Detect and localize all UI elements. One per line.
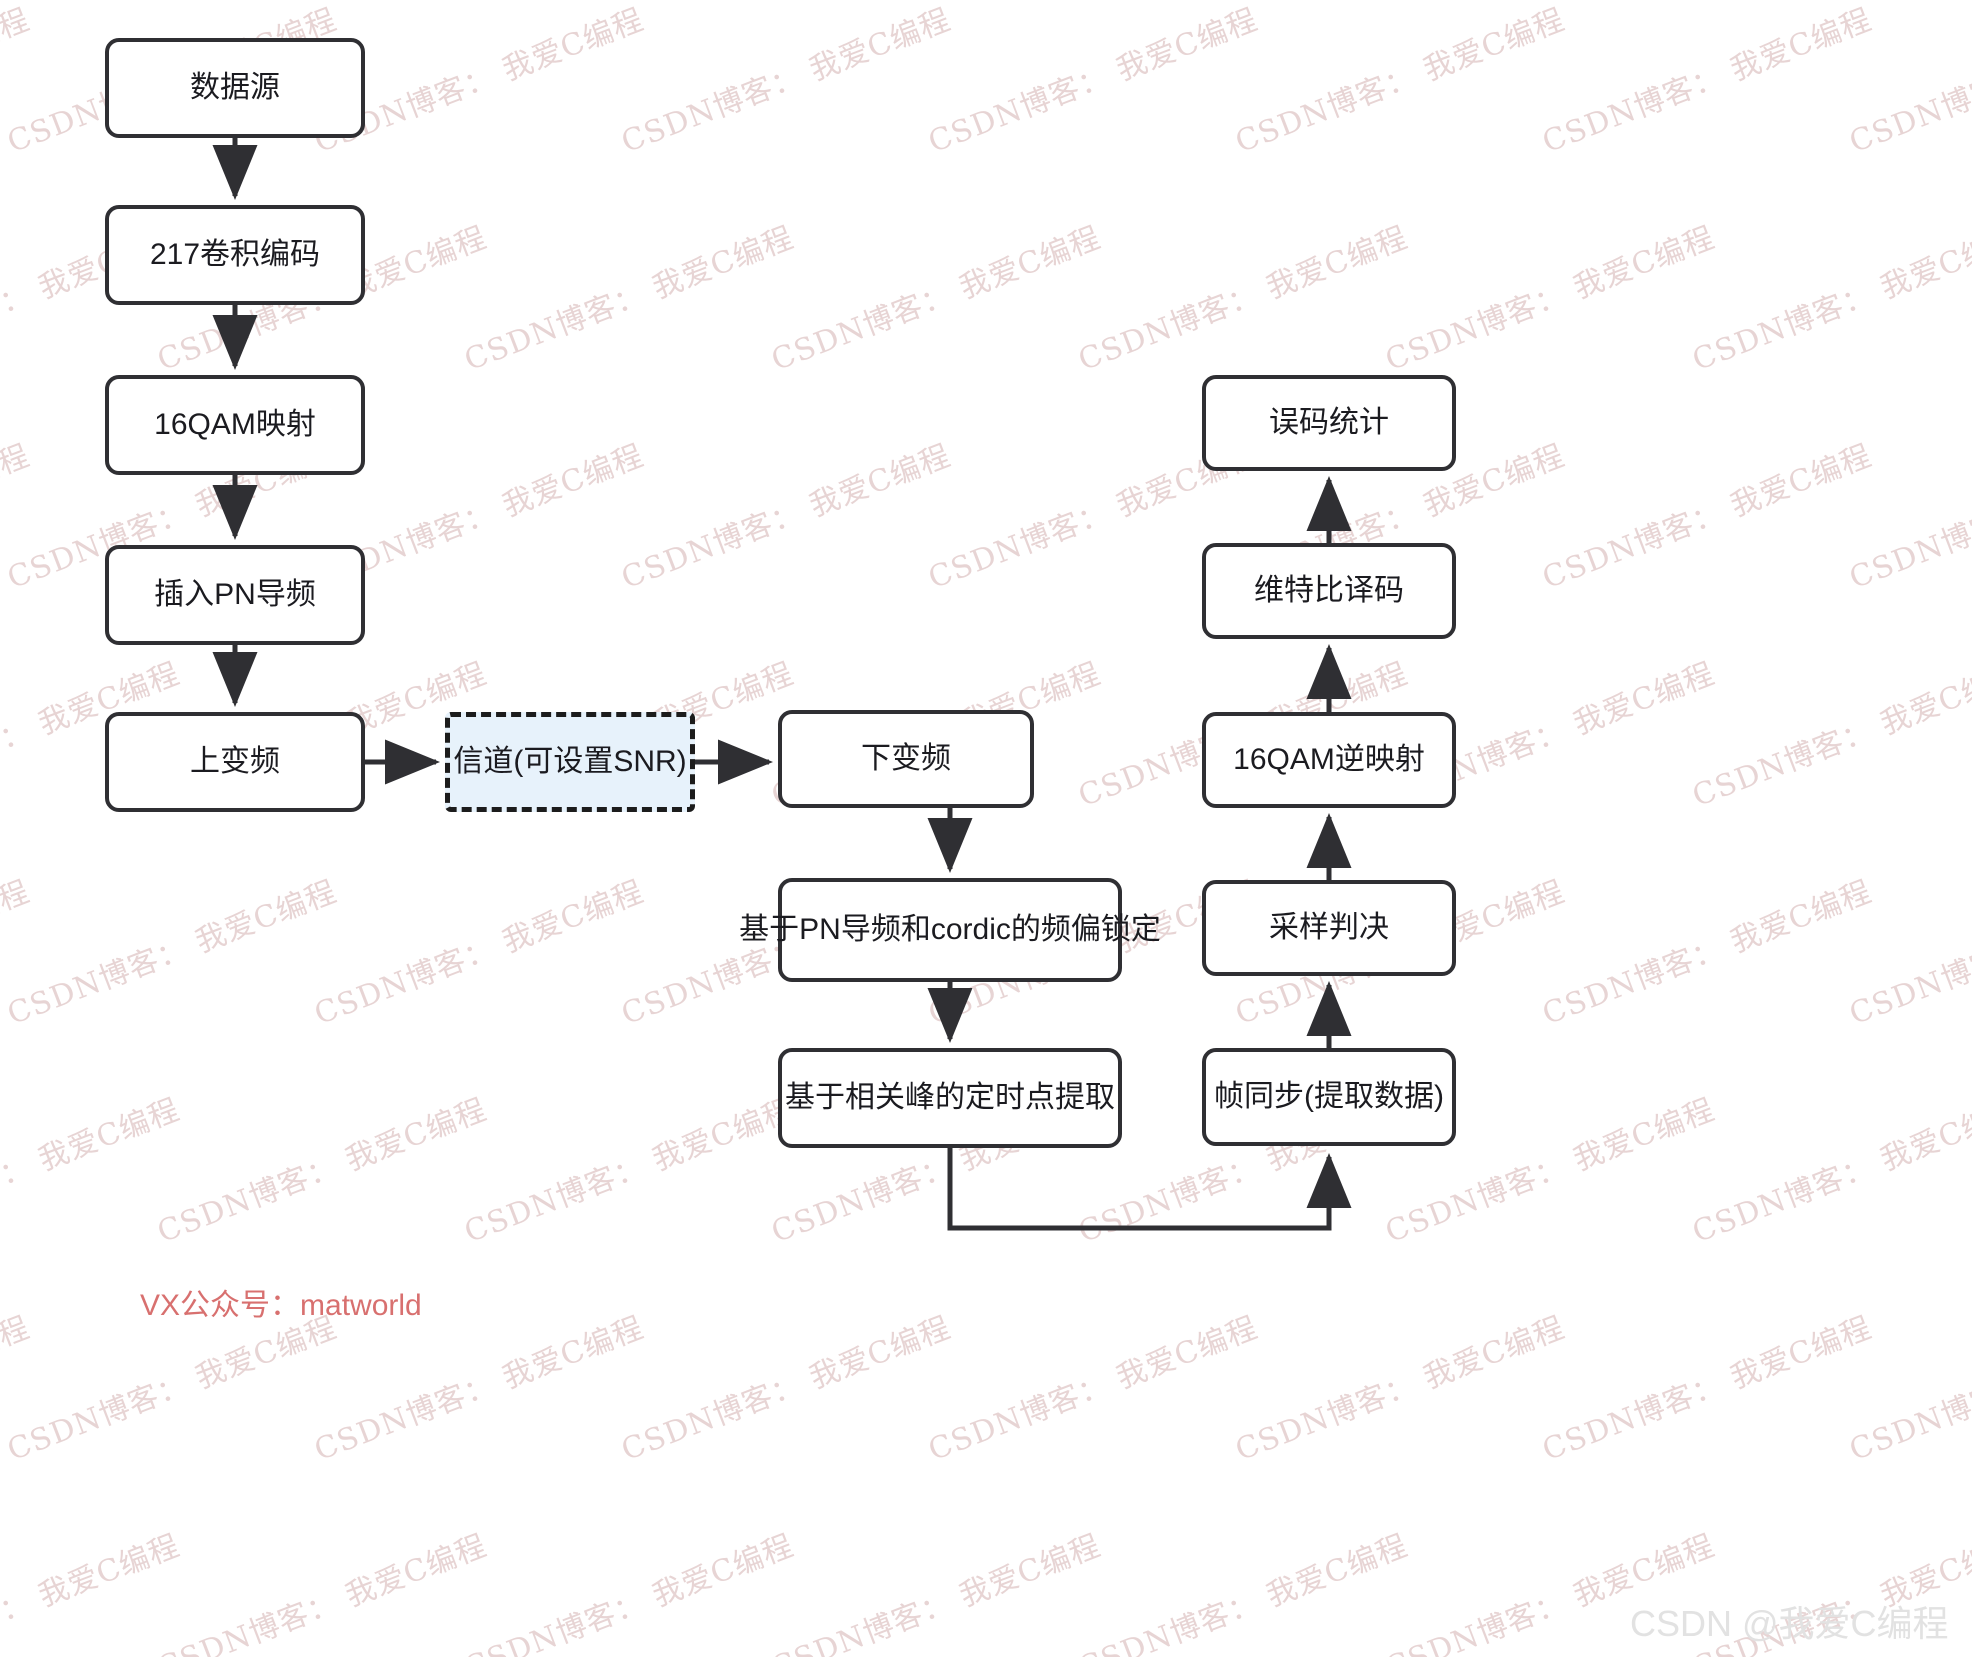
node-qam-demap-label: 16QAM逆映射 [1233, 743, 1425, 777]
node-qam-map[interactable]: 16QAM映射 [105, 375, 365, 475]
node-viterbi[interactable]: 维特比译码 [1202, 543, 1456, 639]
csdn-credit-watermark: CSDN @我爱C编程 [1630, 1603, 1949, 1644]
node-insert-pn[interactable]: 插入PN导频 [105, 545, 365, 645]
node-source[interactable]: 数据源 [105, 38, 365, 138]
node-insert-pn-label: 插入PN导频 [154, 578, 316, 612]
node-conv-encode-label: 217卷积编码 [149, 238, 321, 272]
node-source-label: 数据源 [190, 71, 280, 105]
node-sample-decide[interactable]: 采样判决 [1202, 880, 1456, 976]
node-up-convert-label: 上变频 [190, 745, 280, 779]
node-frame-sync[interactable]: 帧同步(提取数据) [1202, 1048, 1456, 1146]
node-conv-encode[interactable]: 217卷积编码 [105, 205, 365, 305]
node-timing-peak[interactable]: 基于相关峰的定时点提取 [778, 1048, 1122, 1148]
node-up-convert[interactable]: 上变频 [105, 712, 365, 812]
node-down-convert[interactable]: 下变频 [778, 710, 1034, 808]
node-freq-lock-label: 基于PN导频和cordic的频偏锁定 [739, 913, 1161, 947]
node-ber-stat[interactable]: 误码统计 [1202, 375, 1456, 471]
node-ber-stat-label: 误码统计 [1269, 406, 1389, 440]
node-qam-map-label: 16QAM映射 [154, 408, 316, 442]
node-frame-sync-label: 帧同步(提取数据) [1214, 1080, 1444, 1114]
node-channel-label: 信道(可设置SNR) [453, 745, 687, 779]
edge-timing-peak-to-frame-sync [947, 1148, 1352, 1231]
vx-account-note: VX公众号：matworld [140, 1289, 422, 1322]
node-timing-peak-label: 基于相关峰的定时点提取 [785, 1081, 1115, 1115]
node-down-convert-label: 下变频 [861, 742, 951, 776]
node-qam-demap[interactable]: 16QAM逆映射 [1202, 712, 1456, 808]
node-freq-lock[interactable]: 基于PN导频和cordic的频偏锁定 [739, 878, 1161, 982]
node-viterbi-label: 维特比译码 [1254, 574, 1404, 608]
node-sample-decide-label: 采样判决 [1269, 911, 1389, 945]
node-channel[interactable]: 信道(可设置SNR) [445, 712, 695, 812]
